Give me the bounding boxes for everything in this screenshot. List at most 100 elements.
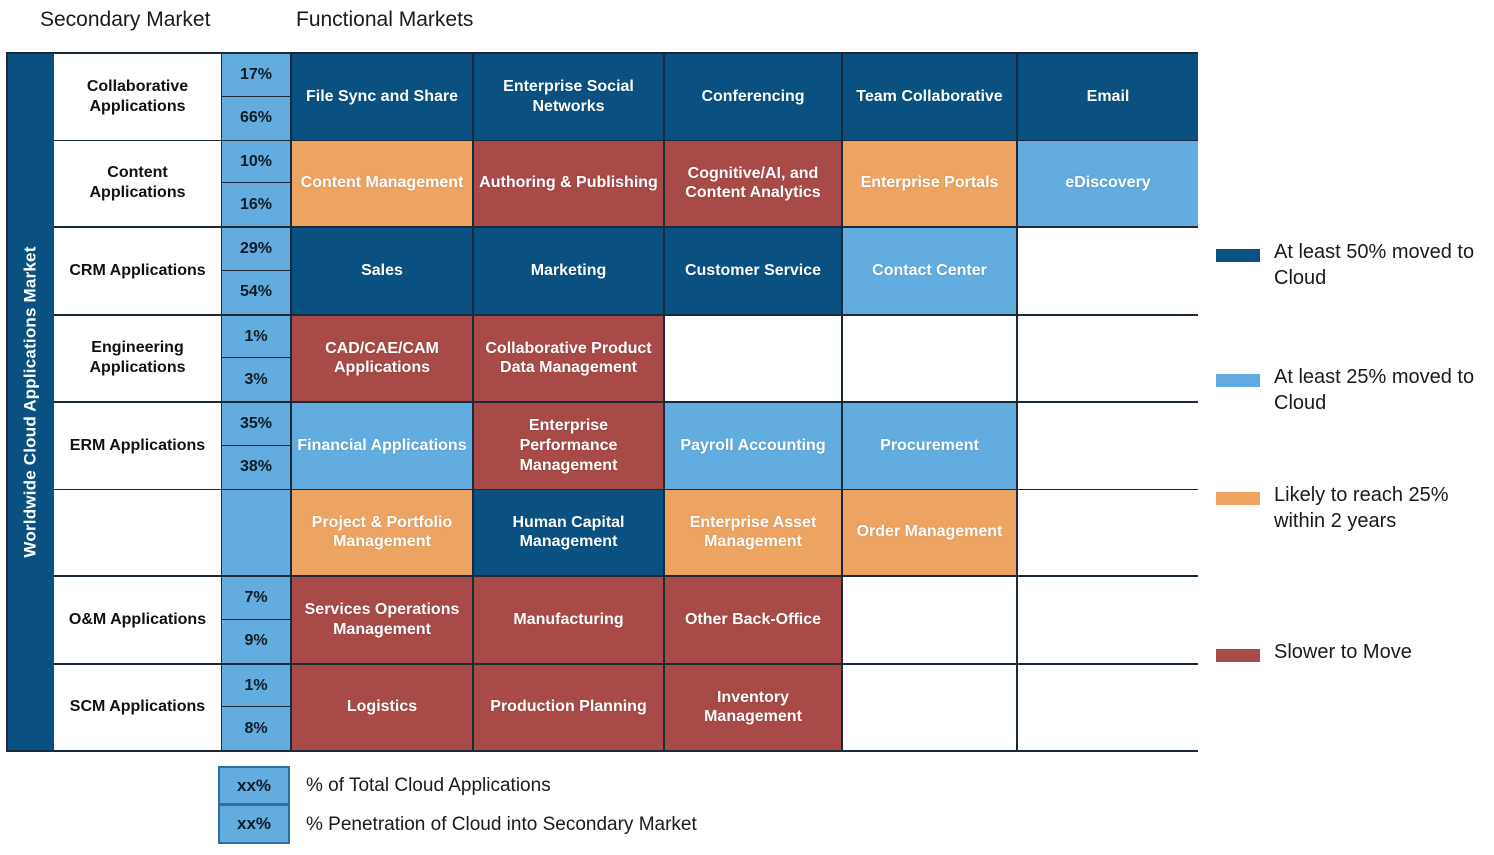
functional-market-cell: Customer Service	[665, 228, 843, 314]
cell-label: Content Management	[300, 174, 464, 192]
gradient-blob	[292, 664, 472, 750]
empty-cell	[1018, 228, 1198, 314]
functional-market-cell: Authoring & Publishing	[474, 140, 665, 226]
functional-market-cell: Marketing	[474, 228, 665, 314]
cell-label: Order Management	[856, 523, 1003, 541]
functional-market-cell: Cognitive/AI, and Content Analytics	[665, 140, 843, 226]
pct-penetration-cell: 16%	[221, 182, 291, 227]
empty-cell	[843, 664, 1018, 750]
pct-penetration-cell: 66%	[221, 95, 291, 141]
legend-item: At least 50% moved to Cloud	[1216, 240, 1494, 291]
gradient-blob	[292, 140, 472, 226]
cell-label: Inventory Management	[704, 688, 802, 726]
secondary-market-name: SCM Applications	[54, 664, 222, 750]
cell-label: Procurement	[880, 436, 979, 454]
empty-cell	[1018, 489, 1198, 575]
percent-stack: 7%9%	[221, 576, 292, 664]
secondary-market-name: Engineering Applications	[54, 315, 222, 401]
header-secondary-market: Secondary Market	[40, 8, 211, 31]
functional-market-cell: Enterprise Performance Management	[474, 403, 665, 489]
cell-label: Enterprise Performance Management	[519, 417, 618, 474]
empty-cell	[665, 315, 843, 401]
functional-market-cell: Financial Applications	[292, 403, 474, 489]
functional-cells: Logistics Production Planning Inventory Ma…	[292, 664, 1198, 750]
gradient-blob	[665, 489, 841, 575]
footer-key-row: xx% % Penetration of Cloud into Secondar…	[218, 805, 697, 844]
pct-penetration-cell: 8%	[221, 706, 291, 751]
gradient-blob	[1018, 140, 1198, 226]
functional-cells: Financial Applications Enterprise Perform…	[292, 403, 1198, 489]
cell-label: Customer Service	[684, 261, 822, 279]
pct-total-cell: 17%	[221, 53, 291, 98]
pct-total-cell: 10%	[221, 139, 291, 185]
pct-total-cell: 29%	[221, 227, 291, 272]
cell-label: Manufacturing	[513, 610, 624, 628]
legend-swatch-dark-blue	[1216, 249, 1260, 262]
functional-market-cell: CAD/CAE/CAM Applications	[292, 315, 474, 401]
cell-label: Project & Portfolio Management	[311, 513, 453, 551]
functional-market-cell: Procurement	[843, 403, 1018, 489]
secondary-market-name: CRM Applications	[54, 228, 222, 314]
cell-label: Marketing	[530, 261, 607, 279]
percent-stack: 10%16%	[221, 139, 292, 227]
empty-cell	[1018, 664, 1198, 750]
functional-market-cell: Project & Portfolio Management	[292, 489, 474, 575]
legend-label: At least 50% moved to Cloud	[1274, 241, 1475, 289]
functional-market-cell: Other Back-Office	[665, 577, 843, 663]
secondary-market-name: ERM Applications	[54, 403, 222, 489]
legend-item: At least 25% moved to Cloud	[1216, 365, 1494, 416]
gradient-blob	[665, 664, 841, 750]
gradient-blob	[843, 489, 1016, 575]
gradient-blob	[292, 577, 472, 663]
functional-market-cell: Payroll Accounting	[665, 403, 843, 489]
cell-label: Other Back-Office	[684, 610, 822, 628]
gradient-blob	[474, 403, 663, 489]
legend-swatch-light-blue	[1216, 374, 1260, 387]
pct-total-cell: 7%	[221, 576, 291, 621]
cell-label: Authoring & Publishing	[479, 174, 658, 192]
legend-label: At least 25% moved to Cloud	[1274, 366, 1475, 414]
cell-label: Contact Center	[872, 261, 987, 279]
legend-swatch-red	[1216, 649, 1260, 662]
cell-label: Enterprise Social Networks	[503, 78, 634, 115]
functional-market-cell: Order Management	[843, 489, 1018, 575]
functional-market-cell: Logistics	[292, 664, 474, 750]
functional-market-cell: Production Planning	[474, 664, 665, 750]
cell-label: Logistics	[346, 698, 418, 716]
functional-market-cell: Contact Center	[843, 228, 1018, 314]
legend-label: Slower to Move	[1274, 641, 1412, 663]
gradient-blob	[474, 140, 663, 226]
secondary-market-name: Collaborative Applications	[54, 54, 222, 140]
functional-market-cell: Manufacturing	[474, 577, 665, 663]
gradient-blob	[665, 140, 841, 226]
empty-cell	[1018, 315, 1198, 401]
percent-stack: 1%8%	[221, 663, 292, 751]
functional-market-cell: Enterprise Social Networks	[474, 54, 665, 140]
functional-market-cell: Human Capital Management	[474, 489, 665, 575]
functional-market-cell: Inventory Management	[665, 664, 843, 750]
functional-market-cell: Sales	[292, 228, 474, 314]
cell-label: Conferencing	[701, 87, 805, 105]
percent-stack	[222, 489, 292, 575]
percent-stack: 17%66%	[221, 53, 292, 141]
empty-cell	[843, 577, 1018, 663]
functional-market-cell: File Sync and Share	[292, 54, 474, 140]
pct-penetration-cell: 3%	[221, 357, 291, 402]
functional-market-cell: eDiscovery	[1018, 140, 1198, 226]
header-functional-markets: Functional Markets	[296, 8, 474, 31]
cell-label: File Sync and Share	[305, 87, 459, 105]
legend-item: Likely to reach 25% within 2 years	[1216, 483, 1494, 534]
secondary-market-name: Content Applications	[54, 140, 222, 226]
pct-total-cell: 35%	[221, 402, 291, 447]
market-axis-bar: Worldwide Cloud Applications Market	[8, 54, 54, 750]
legend-item: Slower to Move	[1216, 640, 1412, 666]
cell-label: Enterprise Portals	[860, 174, 999, 192]
